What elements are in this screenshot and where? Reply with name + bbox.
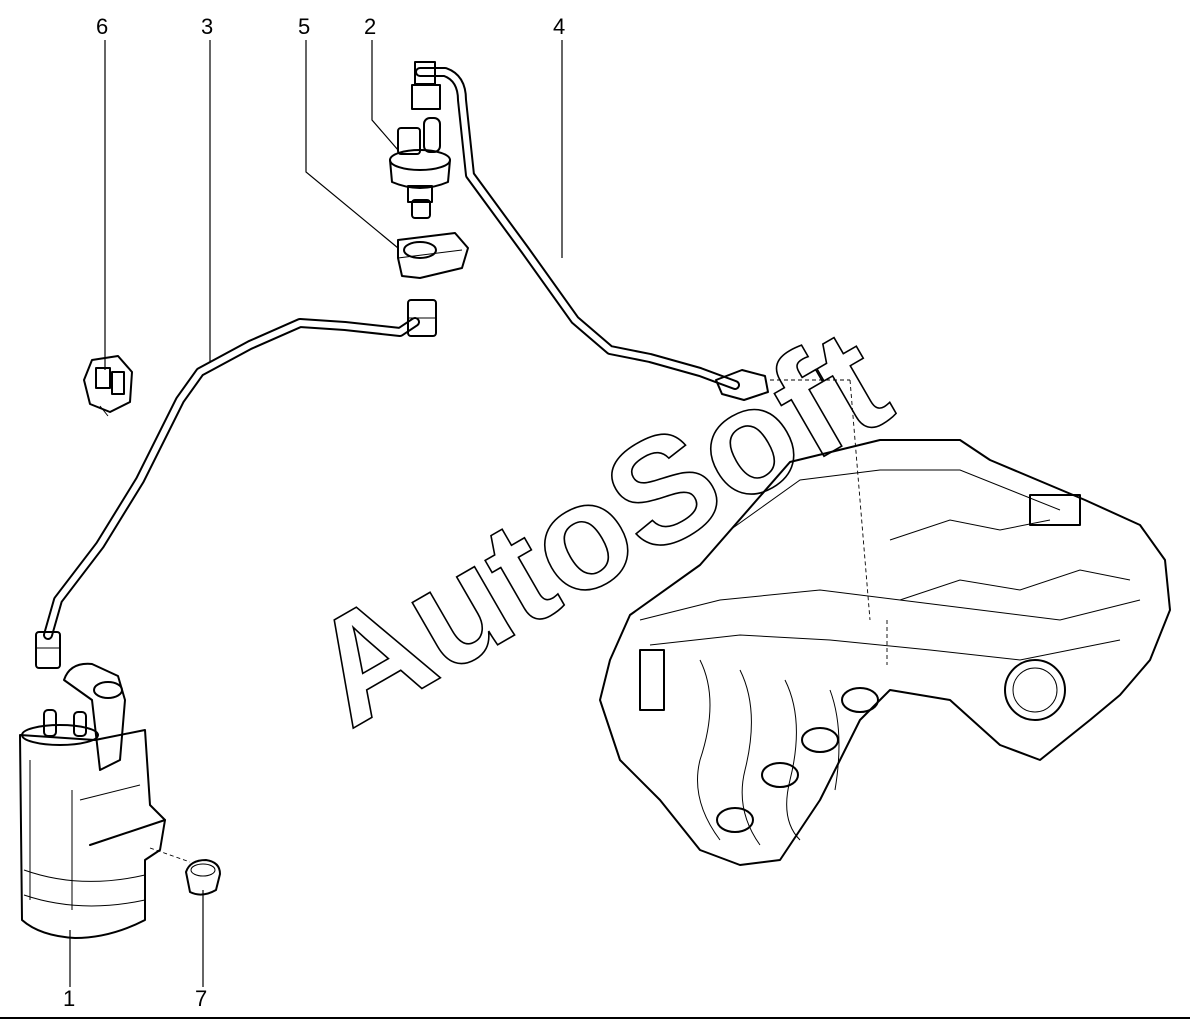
hose-part <box>411 61 769 401</box>
watermark: AutoSoft <box>282 296 914 758</box>
callout-1: 1 <box>63 986 75 1011</box>
callout-2: 2 <box>364 14 376 39</box>
callout-5: 5 <box>298 14 310 39</box>
callout-6: 6 <box>96 14 108 39</box>
callout-7: 7 <box>195 986 207 1011</box>
callout-3: 3 <box>201 14 213 39</box>
grommet-part <box>185 859 221 896</box>
canister-part <box>19 662 191 939</box>
leader-lines <box>69 40 563 987</box>
intake-manifold <box>599 379 1171 866</box>
clip-part <box>83 355 133 417</box>
valve-part <box>389 117 451 219</box>
bracket-part <box>397 232 469 279</box>
hose-part <box>35 299 437 669</box>
callout-4: 4 <box>553 14 565 39</box>
